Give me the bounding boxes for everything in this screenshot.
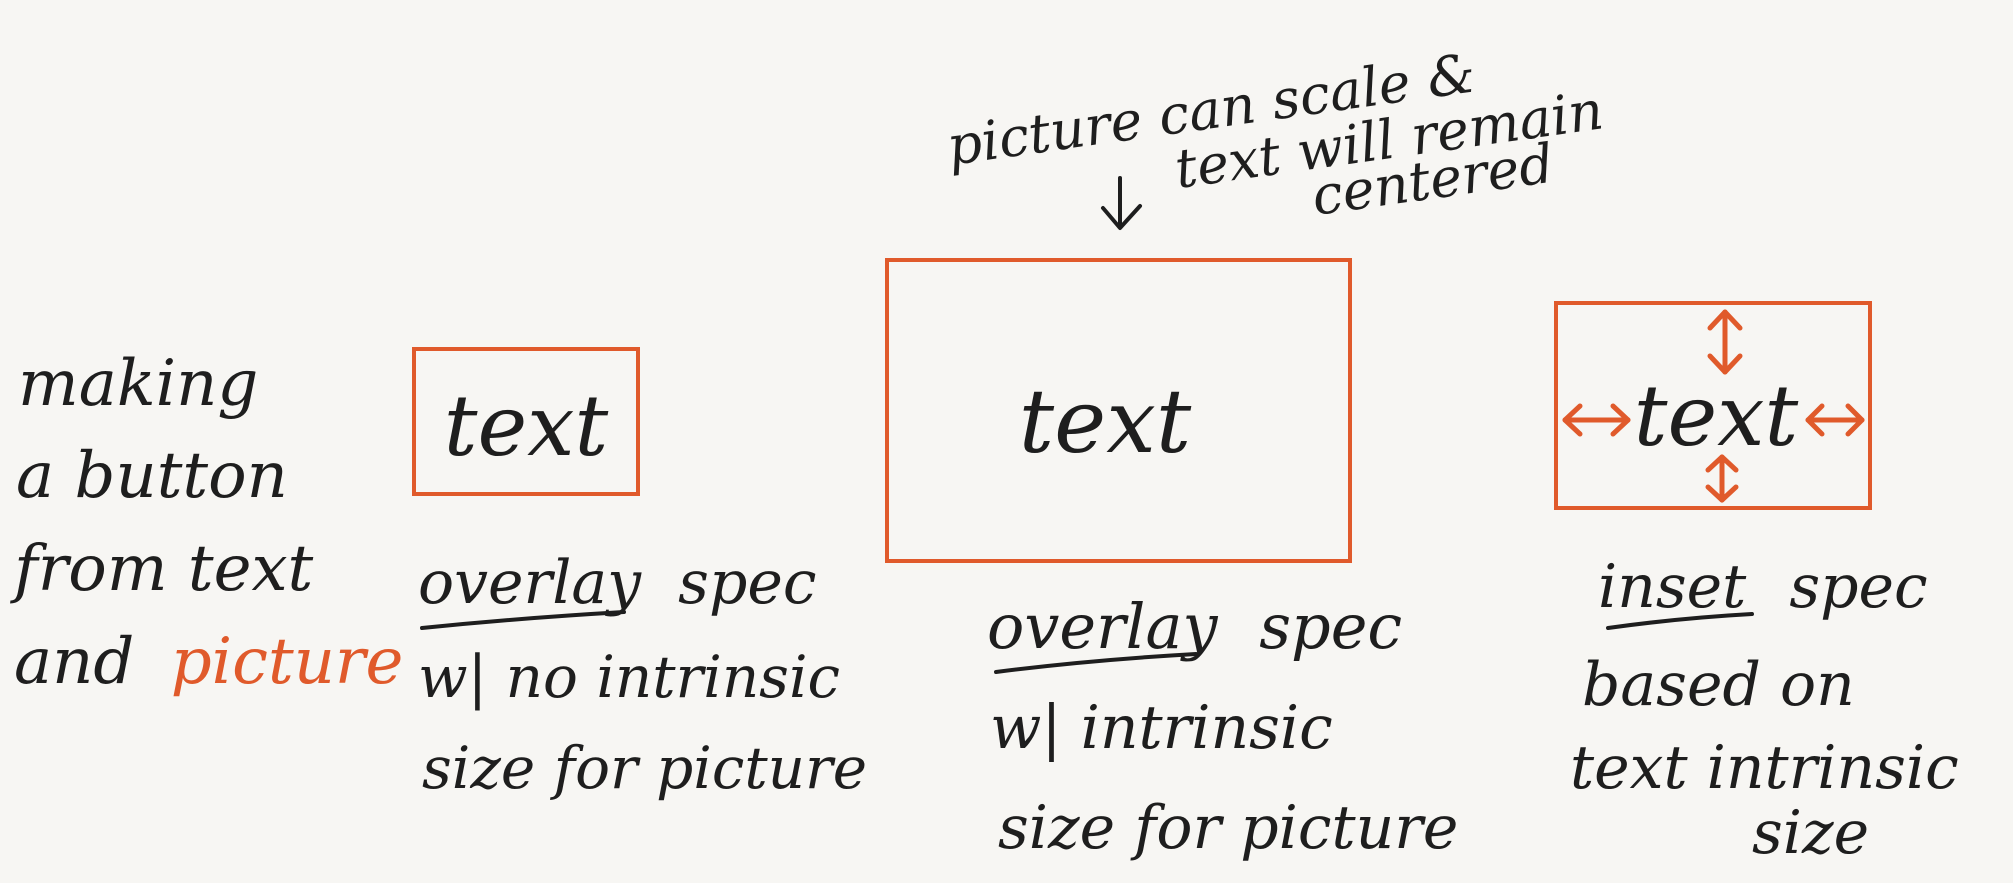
button-box-inset [1554,301,1872,510]
top-padding-arrow-icon [1707,309,1743,375]
right-padding-arrow-icon [1805,403,1865,437]
description-3-line-3: size [1752,798,1869,868]
left-padding-arrow-icon [1562,403,1631,437]
description-1-line-1: w| no intrinsic [418,643,840,711]
caption-overlay-1: overlay spec [418,548,816,618]
caption-overlay-1-keyword: overlay [418,548,642,618]
button-box-small [412,347,640,496]
example-overlay-intrinsic: text overlay spec w| intrinsic size for … [885,258,1458,863]
caption-inset-rest: spec [1789,552,1927,622]
underline-overlay-2 [994,652,1198,674]
description-3-line-1: based on [1582,650,1855,720]
button-text-inset: text [1634,367,1799,465]
caption-inset-keyword: inset [1598,552,1747,622]
down-arrow-icon [1101,176,1142,230]
scale-annotation: picture can scale & text will remain cen… [943,41,1607,230]
example-inset: text inset spec based on text intrinsic [1554,301,1959,868]
intro-line-1: making [18,347,258,421]
caption-overlay-2-rest: spec [1259,590,1402,663]
caption-inset: inset spec [1598,552,1928,622]
intro-line-3: from text [10,532,314,606]
description-1-line-2: size for picture [422,734,867,802]
underline-overlay-1 [420,610,626,630]
button-text-large: text [1019,370,1192,473]
intro-label: making a button from text and picture [10,347,403,699]
intro-line-2: a button [16,439,288,513]
intro-line-4: and picture [14,625,403,699]
caption-overlay-1-rest: spec [678,548,816,618]
button-text-small: text [444,377,609,475]
caption-overlay-2-keyword: overlay [987,590,1218,663]
caption-overlay-2: overlay spec [987,590,1402,663]
underline-inset [1606,612,1754,630]
description-3-line-2: text intrinsic [1570,733,1959,803]
button-box-large [885,258,1352,563]
description-2-line-1: w| intrinsic [990,693,1333,763]
intro-line-4-prefix: and [14,625,134,699]
description-2-line-2: size for picture [998,793,1458,863]
intro-picture-word: picture [171,625,404,699]
bottom-padding-arrow-icon [1705,454,1739,503]
example-overlay-no-intrinsic: text overlay spec w| no intrinsic size f… [412,347,867,802]
